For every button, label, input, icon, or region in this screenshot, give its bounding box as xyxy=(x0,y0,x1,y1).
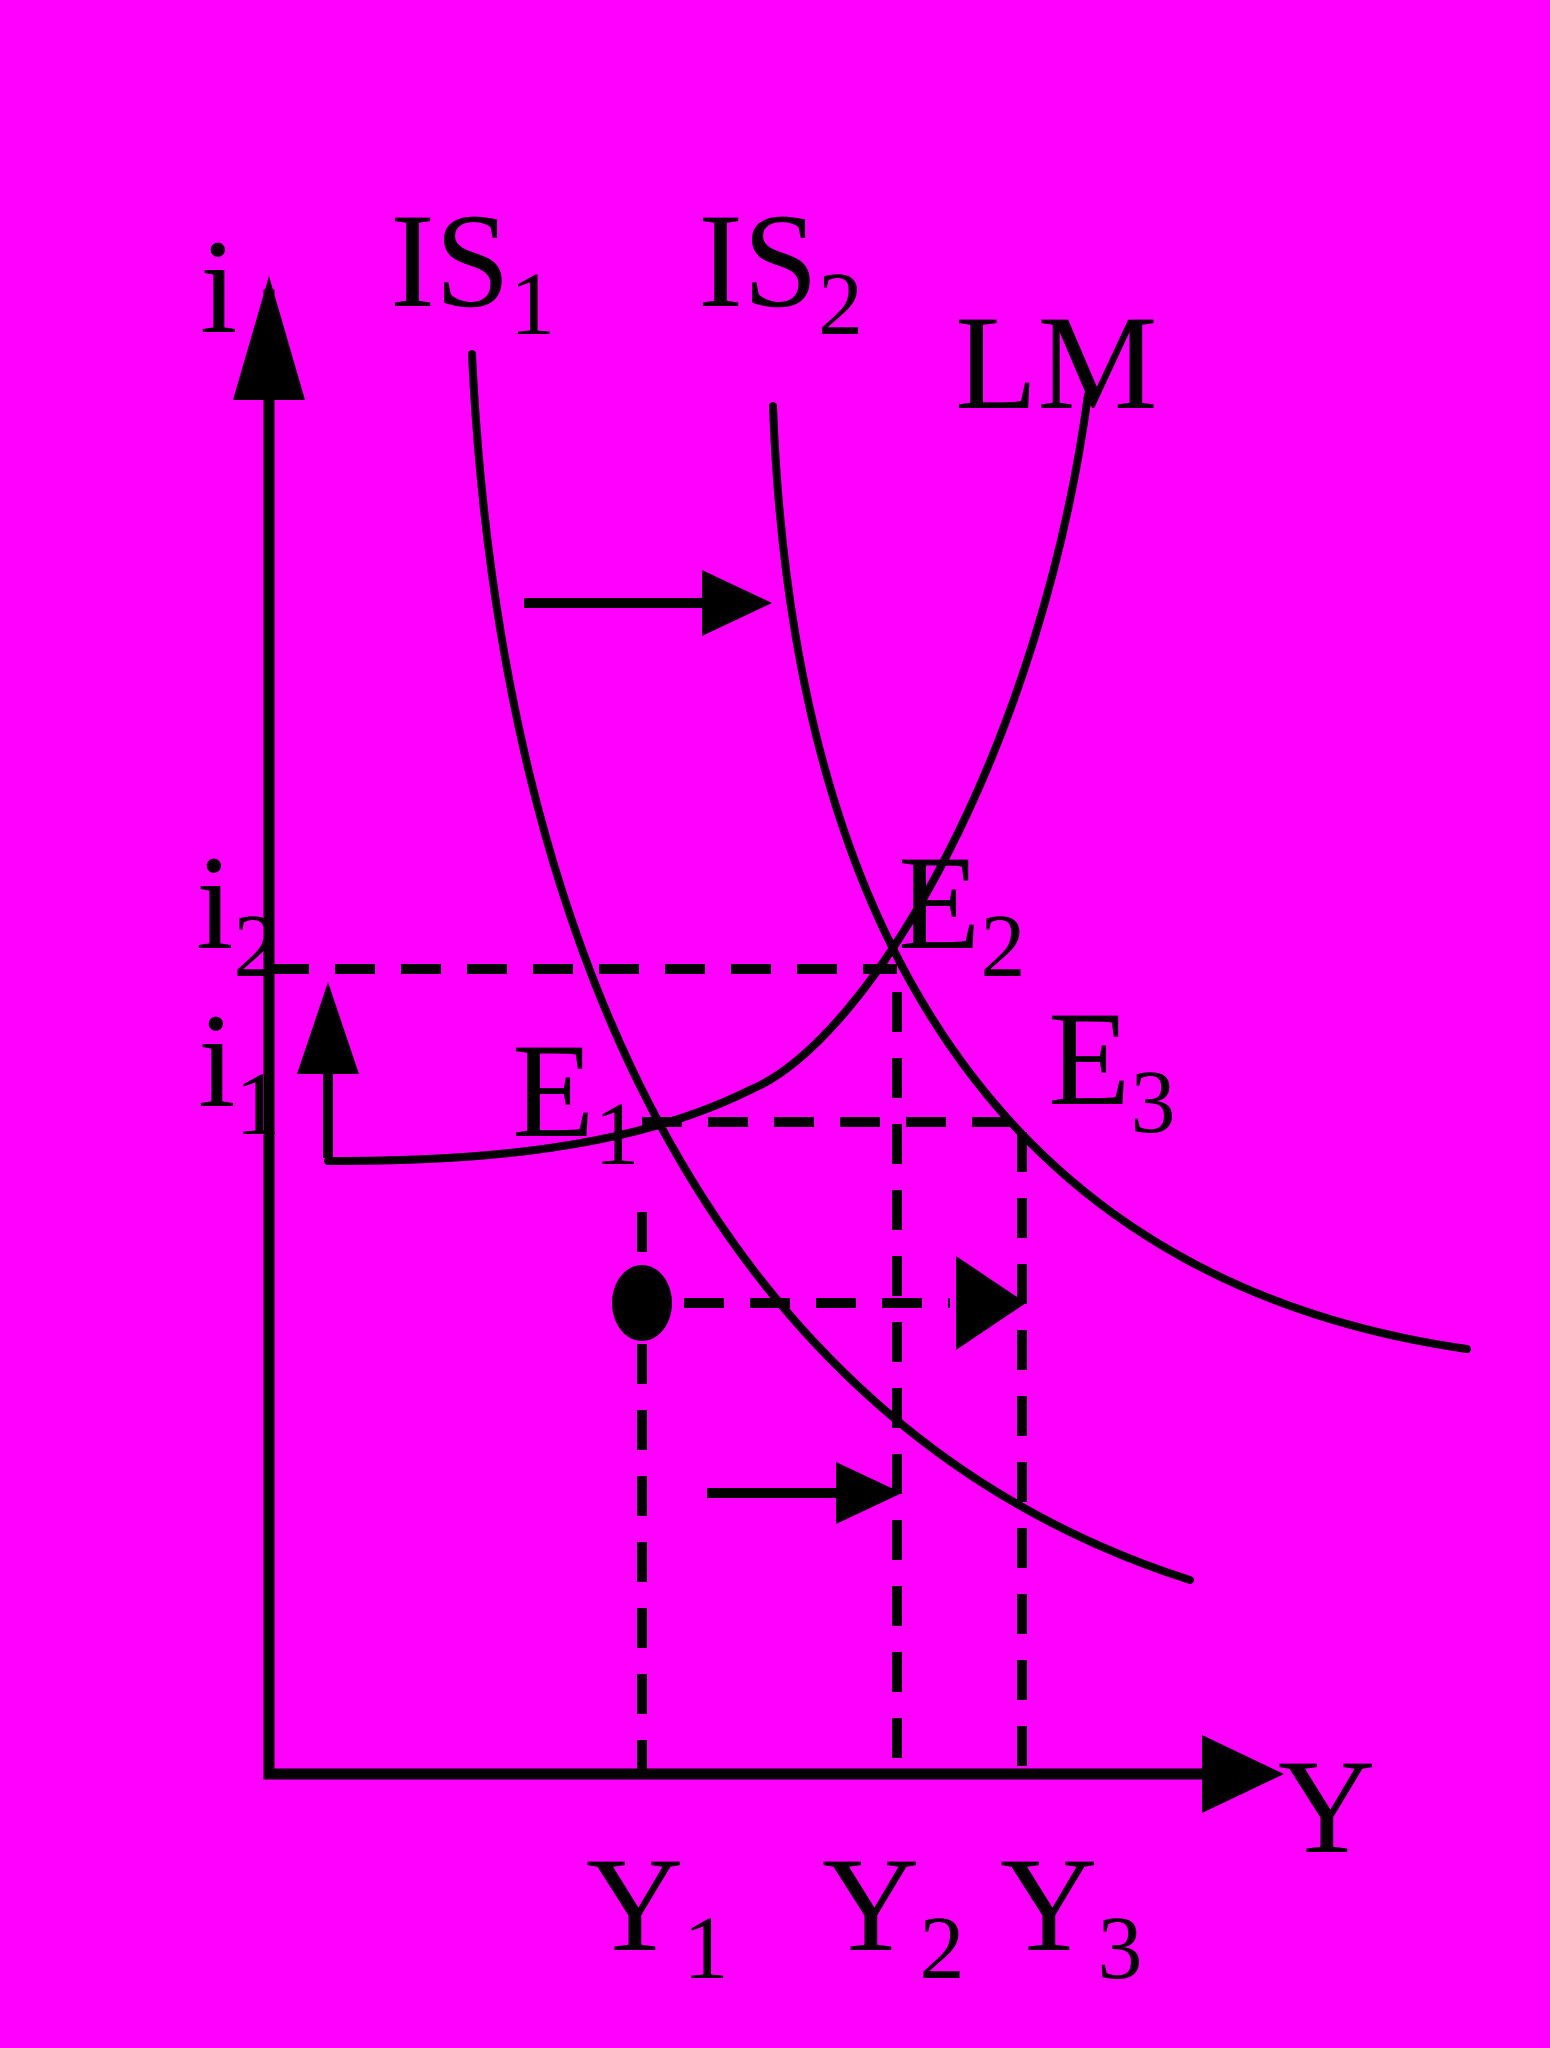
label-text: LM xyxy=(955,289,1158,438)
label-text: E xyxy=(898,829,980,978)
is1-curve-label: IS1 xyxy=(390,187,555,354)
y2-tick-label: Y2 xyxy=(822,1831,965,1998)
i1-tick-label: i1 xyxy=(198,987,281,1154)
i2-tick-label: i2 xyxy=(196,829,279,996)
y1-tick-label: Y1 xyxy=(586,1831,729,1998)
label-sub: 3 xyxy=(1130,1053,1175,1152)
interest-up-arrowhead-icon xyxy=(297,982,359,1074)
label-text: i xyxy=(200,213,238,362)
label-text: IS xyxy=(390,187,510,336)
label-sub: 1 xyxy=(594,1085,639,1184)
label-sub: 1 xyxy=(510,255,555,354)
label-text: Y xyxy=(1278,1733,1376,1882)
y-axis-title: i xyxy=(200,213,238,362)
label-text: i xyxy=(198,987,236,1136)
e1-point-label: E1 xyxy=(512,1017,639,1184)
x-axis-title: Y xyxy=(1278,1733,1376,1882)
is1-curve xyxy=(468,350,1194,1584)
is-shift-arrowhead-icon xyxy=(702,570,772,636)
label-sub: 2 xyxy=(920,1899,965,1998)
label-text: i xyxy=(196,829,234,978)
label-text: IS xyxy=(698,187,818,336)
label-text: Y xyxy=(586,1831,684,1980)
label-sub: 1 xyxy=(236,1055,281,1154)
label-text: E xyxy=(1048,985,1130,1134)
e3-point-label: E3 xyxy=(1048,985,1175,1152)
label-sub: 2 xyxy=(818,255,863,354)
y-axis-arrowhead-icon xyxy=(233,276,305,400)
is2-curve xyxy=(769,402,1471,1353)
label-sub: 3 xyxy=(1098,1899,1143,1998)
y3-tick-label: Y3 xyxy=(1000,1831,1143,1998)
is2-curve-label: IS2 xyxy=(698,187,863,354)
label-text: Y xyxy=(1000,1831,1098,1980)
annotation-arrows xyxy=(297,570,1026,1524)
label-text: Y xyxy=(822,1831,920,1980)
label-sub: 2 xyxy=(980,897,1025,996)
x-axis-arrowhead-icon xyxy=(1202,1735,1284,1813)
e2-point-label: E2 xyxy=(898,829,1025,996)
income-dot-arrowhead-icon xyxy=(956,1256,1026,1350)
axes xyxy=(233,276,1284,1813)
income-arrowhead-icon xyxy=(836,1462,902,1524)
label-sub: 1 xyxy=(684,1899,729,1998)
label-sub: 2 xyxy=(234,897,279,996)
lm-curve xyxy=(324,391,1092,1165)
curves xyxy=(324,350,1471,1584)
labels: i IS1 IS2 LM i2 i1 E1 E2 E3 Y Y1 Y2 Y3 xyxy=(196,187,1376,1998)
label-text: E xyxy=(512,1017,594,1166)
income-dot-marker xyxy=(612,1265,672,1341)
lm-curve-label: LM xyxy=(955,289,1158,438)
